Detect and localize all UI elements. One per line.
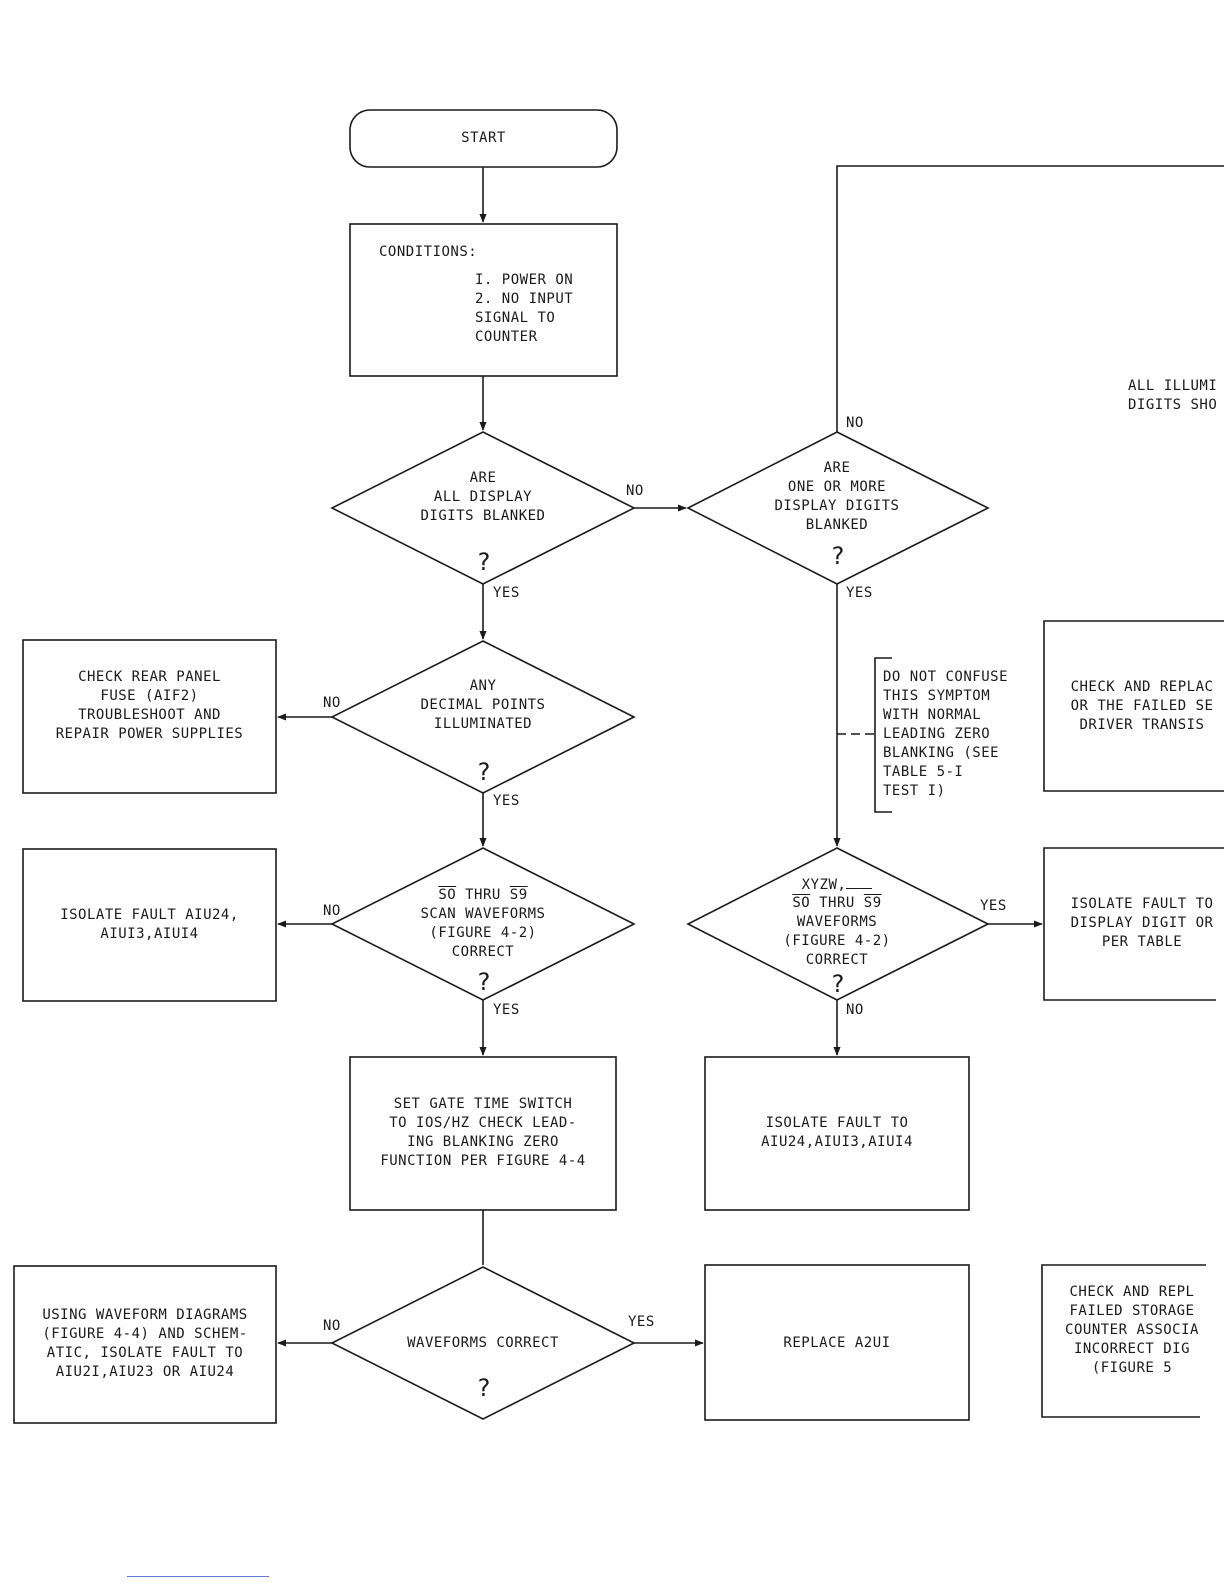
check-storage-text: CHECK AND REPL FAILED STORAGE COUNTER AS… [1065,1284,1199,1376]
scan-text: SCAN WAVEFORMS (FIGURE 4-2) CORRECT [420,906,546,960]
gate-time-text: SET GATE TIME SWITCH TO IOS/HZ CHECK LEA… [380,1096,586,1169]
no-label-waveforms: NO [323,1318,341,1334]
replace-box [704,1264,970,1421]
conditions-list: I. POWER ON 2. NO INPUT SIGNAL TO COUNTE… [475,272,574,345]
question-mark: ? [477,548,491,576]
right-edge-text: ALL ILLUMI DIGITS SHO [1128,378,1218,413]
so-overbar-2: SO [792,895,811,911]
note-bracket [874,657,892,813]
no-label-all-blanked: NO [626,483,644,499]
no-label-scan: NO [323,903,341,919]
yes-label-scan: YES [493,1002,520,1018]
rear-panel-box [22,639,277,794]
yes-label-one-or-more: YES [846,585,873,601]
question-mark: ? [477,1374,491,1402]
check-replace-right-box [1043,620,1224,792]
yes-label-xyzw: YES [980,898,1007,914]
note-text: DO NOT CONFUSE THIS SYMPTOM WITH NORMAL … [883,669,1009,799]
xyzw-text-line2: SO THRU S9 [737,894,937,913]
question-mark: ? [477,758,491,786]
isolate-digit-box [1043,847,1224,1001]
question-mark: ? [477,968,491,996]
conditions-title: CONDITIONS: [379,244,478,260]
no-label-one-or-more: NO [846,415,864,431]
all-blanked-text: ARE ALL DISPLAY DIGITS BLANKED [420,470,546,524]
xyzw-label: XYZW, [801,877,847,893]
s9-overbar-2: S9 [863,895,882,911]
xyzw-text: WAVEFORMS (FIGURE 4-2) CORRECT [783,914,891,968]
decimal-text: ANY DECIMAL POINTS ILLUMINATED [420,678,546,732]
waveforms-text: WAVEFORMS CORRECT [407,1335,559,1351]
check-storage-box [1041,1264,1206,1418]
using-waveform-box [13,1265,277,1424]
yes-label-waveforms: YES [628,1314,655,1330]
so-overbar: SO [438,887,457,903]
isolate-a1u24-box [22,848,277,1002]
s9-overbar: S9 [509,887,528,903]
isolate-digit-text: ISOLATE FAULT TO DISPLAY DIGIT OR PER TA… [1070,896,1214,950]
question-mark: ? [831,542,845,570]
start-label: START [461,130,506,146]
xyzw-text-line1: XYZW, [737,875,937,895]
scan-text-line1: SO THRU S9 [383,886,583,905]
no-label-xyzw: NO [846,1002,864,1018]
thru-text-2: THRU [810,895,864,911]
one-or-more-text: ARE ONE OR MORE DISPLAY DIGITS BLANKED [774,460,900,533]
using-waveform-text: USING WAVEFORM DIAGRAMS (FIGURE 4-4) AND… [42,1307,248,1380]
question-mark: ? [831,970,845,998]
check-replace-right-text: CHECK AND REPLAC OR THE FAILED SE DRIVER… [1070,679,1214,733]
no-label-decimal: NO [323,695,341,711]
yes-label-decimal: YES [493,793,520,809]
isolate-to-box [704,1056,970,1211]
yes-label-all-blanked: YES [493,585,520,601]
replace-text: REPLACE A2UI [783,1335,891,1351]
waveforms-decision [330,1266,636,1420]
thru-text: THRU [456,887,510,903]
rear-panel-text: CHECK REAR PANEL FUSE (AIF2) TROUBLESHOO… [55,669,244,742]
scan-artifact-line [127,1576,269,1577]
isolate-to-text: ISOLATE FAULT TO AIU24,AIUI3,AIUI4 [761,1115,913,1150]
isolate-a1u24-text: ISOLATE FAULT AIU24, AIUI3,AIUI4 [60,907,239,942]
